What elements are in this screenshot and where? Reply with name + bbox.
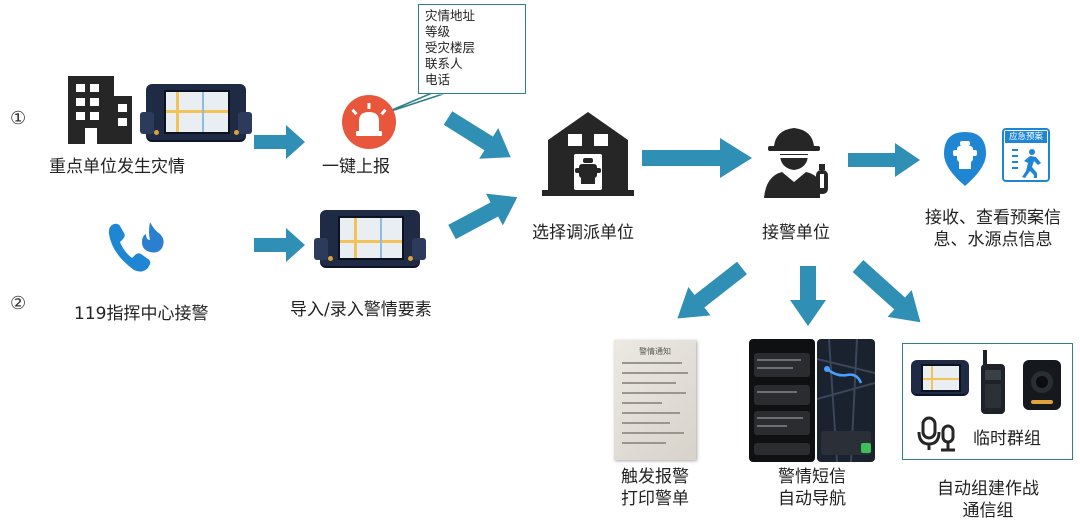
step-number-one: ① <box>10 108 27 129</box>
sms-phone-screen <box>749 339 815 462</box>
fire-station-icon <box>542 112 634 196</box>
disaster-label: 重点单位发生灾情 <box>49 157 185 177</box>
terminal-device-icon <box>314 210 426 266</box>
arrow-receiver-to-print <box>677 261 747 319</box>
sms-label-line: 警情短信 <box>778 467 846 487</box>
body-camera-icon <box>1023 360 1061 410</box>
import-label: 导入/录入警情要素 <box>290 300 432 320</box>
terminal-device-small <box>911 360 969 394</box>
building-icon <box>68 76 132 144</box>
group-devices-box: 临时群组 <box>902 343 1073 460</box>
callout-line: 等级 <box>425 24 451 39</box>
alarm-icon <box>342 95 396 149</box>
temp-group-label: 临时群组 <box>973 429 1041 449</box>
group-label-line: 自动组建作战 <box>937 479 1039 499</box>
arrow-dispatch-to-receiver <box>642 138 752 178</box>
print-label: 触发报警 打印警单 <box>605 466 705 510</box>
sms-label: 警情短信 自动导航 <box>762 466 862 510</box>
group-label: 自动组建作战 通信组 <box>918 478 1058 522</box>
receiver-label: 接警单位 <box>762 223 830 243</box>
callout-line: 灾情地址 <box>425 8 476 23</box>
arrow-import-to-dispatch <box>448 193 518 240</box>
report-callout: 灾情地址 等级 受灾楼层 联系人 电话 <box>418 4 526 94</box>
arrow-receiver-to-group <box>852 260 921 323</box>
callout-line: 联系人 <box>425 56 463 71</box>
plan-badge: 应急预案 <box>1005 131 1047 143</box>
alarm-printout: 警情通知 <box>614 340 696 460</box>
plan-label: 接收、查看预案信 息、水源点信息 <box>908 207 1078 251</box>
report-label: 一键上报 <box>322 157 390 177</box>
arrow-receiver-to-plan <box>848 143 920 177</box>
paper-title: 警情通知 <box>639 347 671 356</box>
microphone-icon <box>917 416 955 452</box>
arrow-disaster-to-report <box>254 125 305 159</box>
plan-label-line: 接收、查看预案信 <box>925 208 1061 228</box>
navigation-map-screen <box>817 339 875 462</box>
arrow-report-to-dispatch <box>443 111 511 159</box>
firefighter-icon <box>764 128 828 198</box>
arrow-center-to-import <box>254 228 305 262</box>
callout-line: 受灾楼层 <box>425 40 476 55</box>
running-person-icon <box>1012 149 1041 178</box>
print-label-line: 打印警单 <box>621 489 689 509</box>
center-label: 119指挥中心接警 <box>74 304 209 324</box>
group-label-line: 通信组 <box>962 501 1014 521</box>
terminal-device-top <box>140 84 252 140</box>
print-label-line: 触发报警 <box>621 467 689 487</box>
arrow-receiver-to-sms <box>790 266 826 326</box>
hydrant-icon <box>944 132 986 186</box>
plan-label-line: 息、水源点信息 <box>933 230 1053 250</box>
step-number-two: ② <box>10 293 27 314</box>
radio-walkie-talkie-icon <box>981 350 1005 414</box>
emergency-plan-icon: 应急预案 <box>1002 128 1050 182</box>
phone-fire-icon <box>108 222 164 272</box>
dispatch-label: 选择调派单位 <box>532 223 634 243</box>
map-route-icon <box>817 339 875 462</box>
callout-line: 电话 <box>425 72 451 87</box>
sms-label-line: 自动导航 <box>778 489 846 509</box>
